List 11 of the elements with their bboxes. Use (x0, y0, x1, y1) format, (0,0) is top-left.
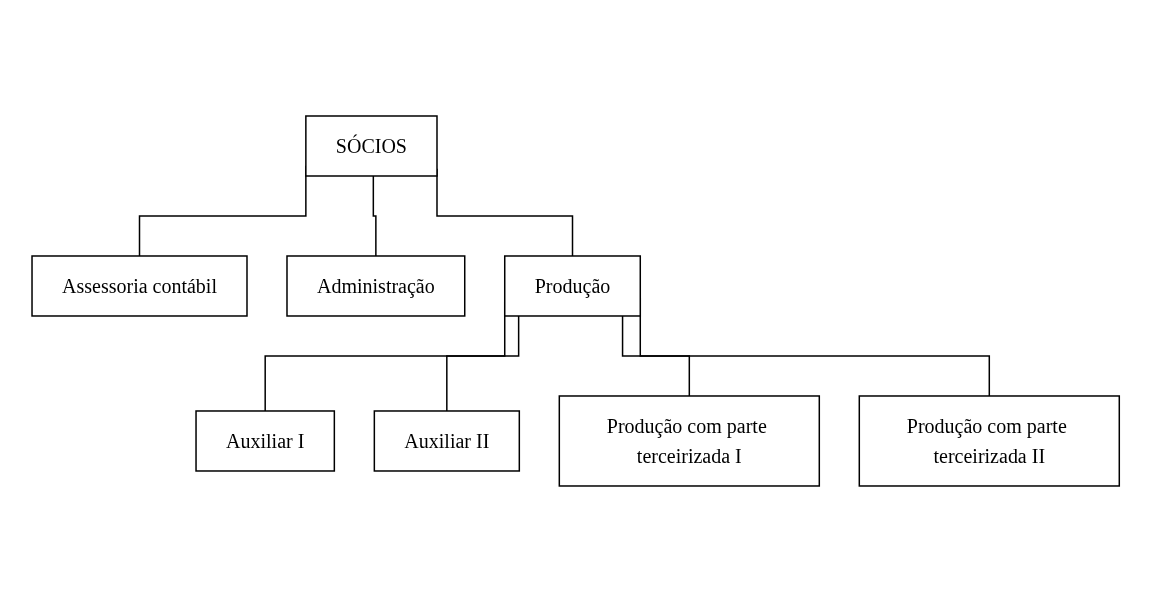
node-box: Produção com parte terceirizada II (858, 395, 1120, 487)
node-box: Administração (286, 255, 466, 317)
node-box: Assessoria contábil (31, 255, 248, 317)
node-box: SÓCIOS (304, 115, 438, 177)
connector (621, 315, 690, 397)
node-box: Auxiliar I (195, 410, 335, 472)
node-box: Produção com parte terceirizada I (558, 395, 820, 487)
connector (372, 175, 377, 257)
node-box: Auxiliar II (373, 410, 520, 472)
connector (445, 315, 520, 412)
node-box: Produção (503, 255, 641, 317)
